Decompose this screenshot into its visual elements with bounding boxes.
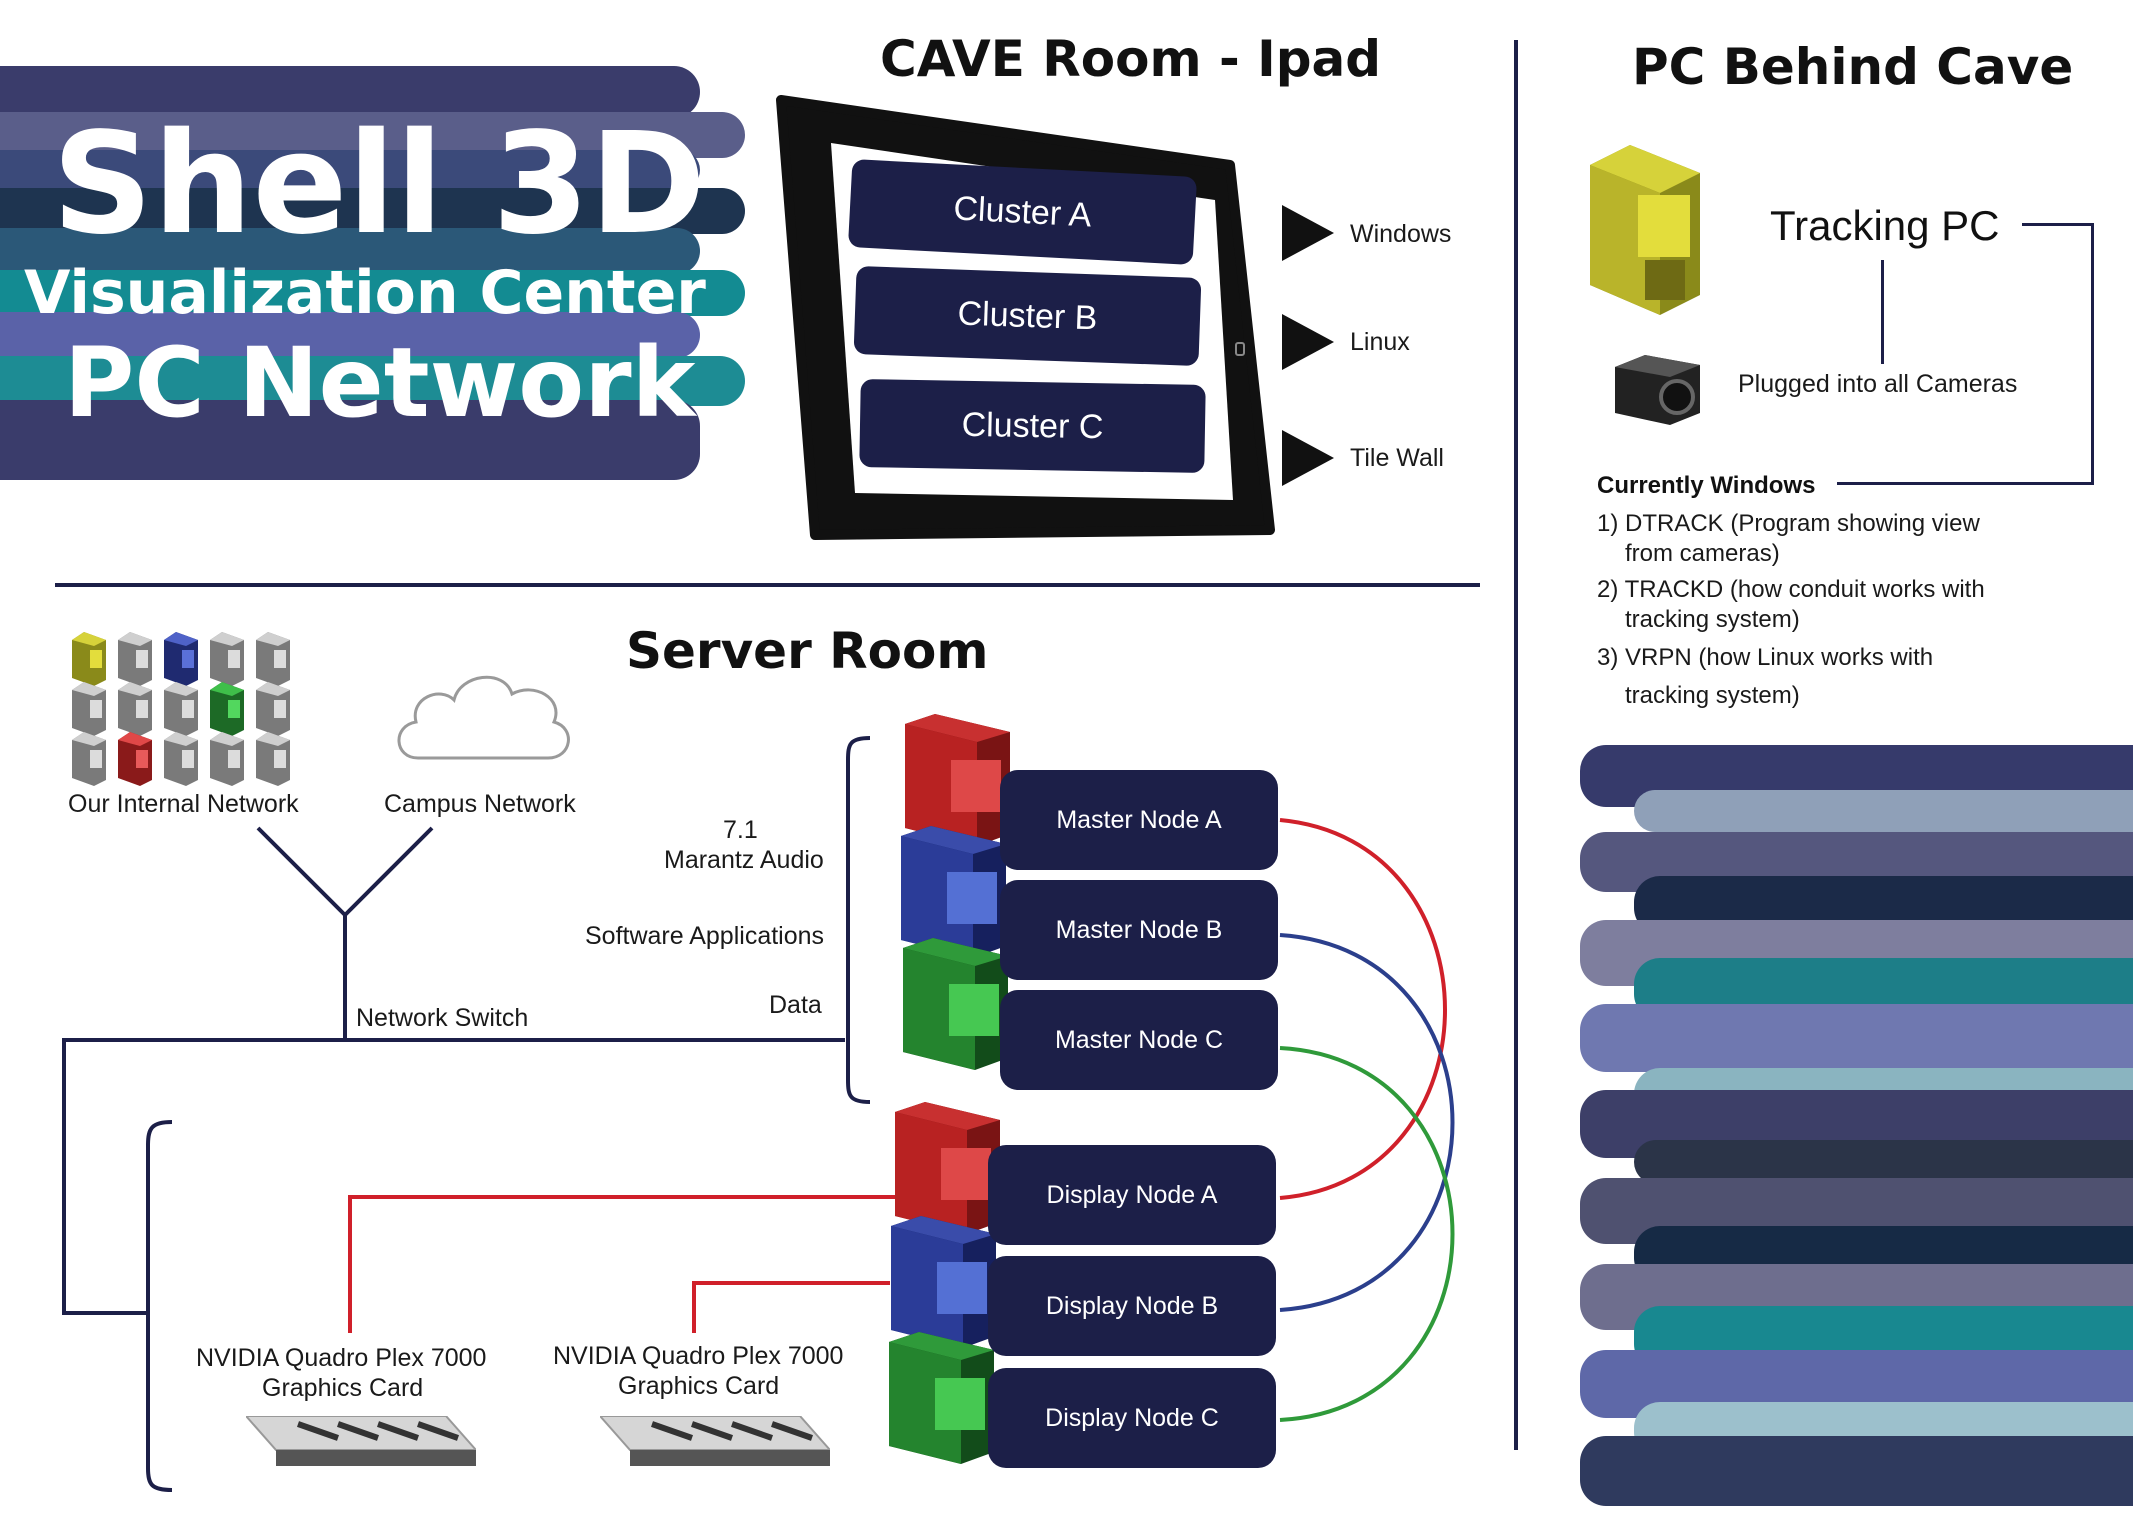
master-node-c[interactable]: Master Node C <box>1000 990 1278 1090</box>
tracking-bracket-side <box>2091 223 2094 485</box>
tracking-bracket-top <box>2022 223 2094 226</box>
tracking-pc-tower-icon <box>1590 145 1700 315</box>
server-towers <box>889 714 1010 1464</box>
display-node-a[interactable]: Display Node A <box>988 1145 1276 1245</box>
campus-network-label: Campus Network <box>384 790 576 818</box>
target-tile-wall: Tile Wall <box>1350 444 1444 472</box>
display-node-c[interactable]: Display Node C <box>988 1368 1276 1468</box>
graphics-card-icon <box>246 1416 476 1466</box>
tracking-pc-label: Tracking PC <box>1770 202 2000 249</box>
list-item: tracking system) <box>1625 606 1800 633</box>
gpu-label-2-line2: Graphics Card <box>618 1372 780 1400</box>
windows-arrow-icon <box>1282 205 1334 261</box>
list-item: 3) VRPN (how Linux works with <box>1597 644 1934 671</box>
cameras-note: Plugged into all Cameras <box>1738 370 2018 398</box>
list-item: tracking system) <box>1625 682 1800 709</box>
title-line-1: Shell 3D <box>52 103 706 266</box>
vertical-divider <box>1514 40 1518 1450</box>
target-windows: Windows <box>1350 220 1452 248</box>
graphics-card-icon <box>600 1416 830 1466</box>
list-item: 2) TRACKD (how conduit works with <box>1597 576 1985 603</box>
list-item: from cameras) <box>1625 540 1780 567</box>
data-label: Data <box>769 991 822 1019</box>
display-node-b[interactable]: Display Node B <box>988 1256 1276 1356</box>
tile-wall-arrow-icon <box>1282 430 1334 486</box>
list-item: 1) DTRACK (Program showing view <box>1597 510 1980 537</box>
internal-network-towers-icon <box>72 632 290 786</box>
tracking-bracket-bottom <box>1837 482 2094 485</box>
network-switch-label: Network Switch <box>356 1004 529 1032</box>
linux-arrow-icon <box>1282 314 1334 370</box>
pc-behind-heading: PC Behind Cave <box>1632 38 2074 96</box>
camera-icon <box>1615 355 1700 425</box>
horizontal-divider <box>55 583 1480 587</box>
currently-windows-label: Currently Windows <box>1597 472 1816 499</box>
tracking-link-vertical <box>1881 260 1884 364</box>
internal-network-label: Our Internal Network <box>68 790 299 818</box>
audio-label-line1: 7.1 <box>723 816 758 844</box>
title-line-3: PC Network <box>64 327 696 439</box>
target-linux: Linux <box>1350 328 1410 356</box>
cave-heading: CAVE Room - Ipad <box>880 30 1382 88</box>
software-label: Software Applications <box>585 922 825 950</box>
cloud-icon <box>397 675 570 760</box>
audio-label-line2: Marantz Audio <box>664 846 824 874</box>
gpu-label-1-line2: Graphics Card <box>262 1374 424 1402</box>
master-node-b[interactable]: Master Node B <box>1000 880 1278 980</box>
server-room-heading: Server Room <box>626 622 989 680</box>
title-line-2: Visualization Center <box>24 258 706 328</box>
master-node-a[interactable]: Master Node A <box>1000 770 1278 870</box>
gpu-label-2-line1: NVIDIA Quadro Plex 7000 <box>553 1342 844 1370</box>
gpu-label-1-line1: NVIDIA Quadro Plex 7000 <box>196 1344 487 1372</box>
